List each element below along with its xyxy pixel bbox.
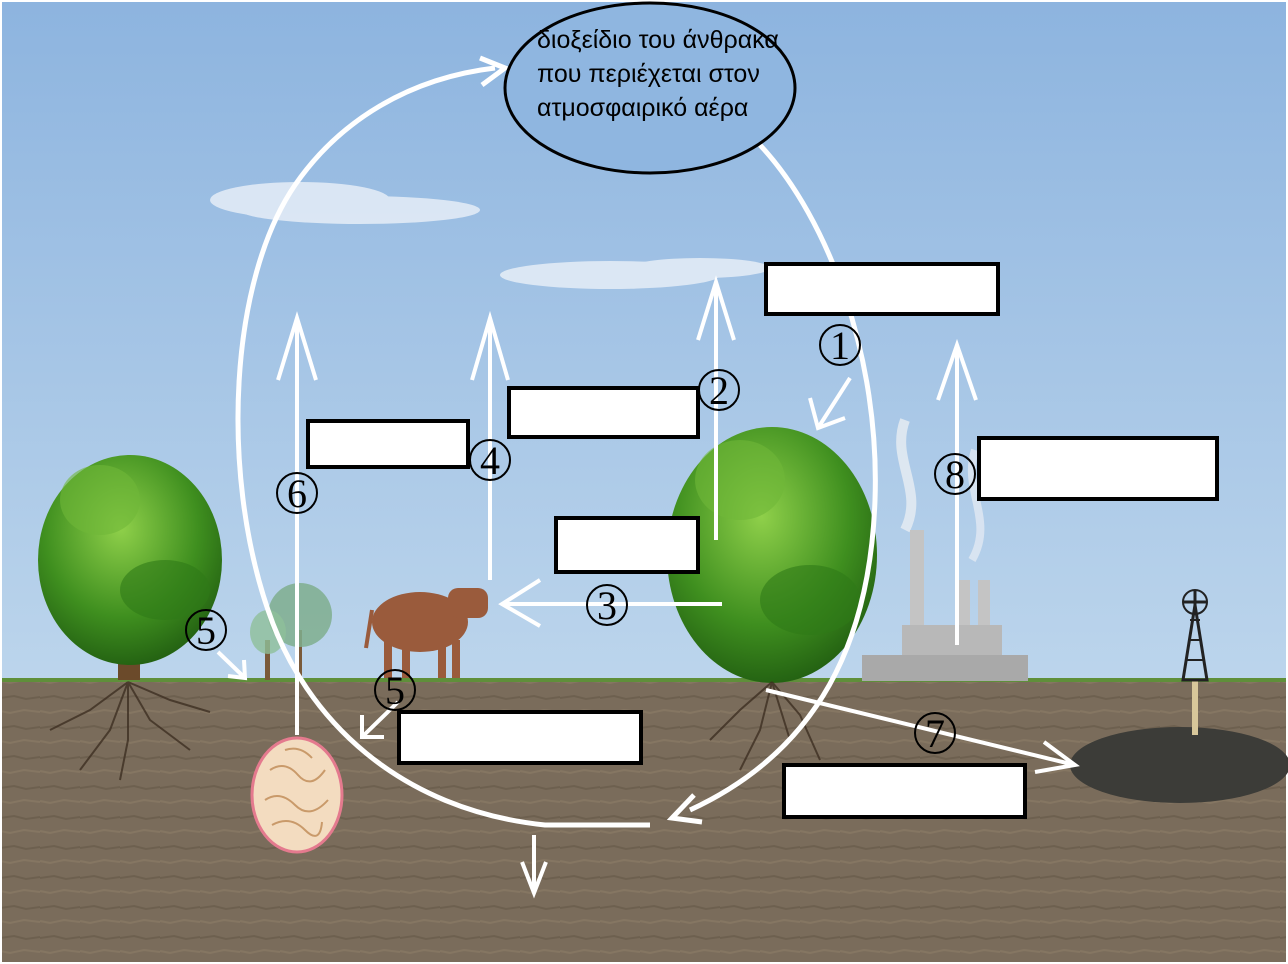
- cycle-ellipse-right: [688, 143, 878, 813]
- arrow-7-right: [765, 688, 1080, 774]
- marker-1: 1: [819, 323, 861, 368]
- arrow-down-ground: [520, 835, 548, 899]
- marker-6: 6: [276, 471, 318, 516]
- arrow-5-mid-down: [360, 700, 400, 739]
- svg-text:6: 6: [287, 471, 307, 516]
- cycle-arrow-bottom: [666, 793, 703, 825]
- arrow-8-up: [936, 338, 978, 645]
- arrow-3-left: [498, 578, 722, 628]
- svg-text:5: 5: [385, 668, 405, 713]
- oil-rig-icon: [1070, 589, 1288, 803]
- answer-box-5[interactable]: [397, 710, 643, 765]
- tree-icon: [38, 455, 222, 781]
- marker-5-mid: 5: [374, 668, 416, 713]
- answer-box-8[interactable]: [977, 436, 1219, 501]
- arrow-6-up: [276, 311, 318, 735]
- arrow-5-left-down: [216, 650, 248, 681]
- atmosphere-line-1: διοξείδιο του άνθρακα: [537, 26, 779, 54]
- marker-3: 3: [586, 583, 628, 628]
- cycle-ellipse: [235, 65, 650, 828]
- cycle-arrow-top: [479, 55, 511, 88]
- answer-box-4[interactable]: [306, 419, 470, 469]
- svg-text:8: 8: [945, 452, 965, 497]
- svg-text:3: 3: [597, 583, 617, 628]
- marker-7: 7: [914, 711, 956, 756]
- answer-box-1[interactable]: [764, 262, 1000, 316]
- arrow-1-down: [808, 376, 852, 431]
- answer-box-7[interactable]: [782, 763, 1027, 819]
- cow-icon: [364, 588, 488, 678]
- svg-text:4: 4: [480, 438, 500, 483]
- decomposer-icon: [250, 736, 344, 854]
- atmosphere-bubble: [503, 1, 797, 175]
- svg-text:1: 1: [830, 323, 850, 368]
- small-tree-icon: [250, 610, 286, 680]
- marker-5-left: 5: [185, 608, 227, 653]
- svg-text:7: 7: [925, 711, 945, 756]
- soil: [2, 680, 1286, 962]
- arrow-2-up: [696, 275, 736, 540]
- marker-8: 8: [934, 452, 976, 497]
- atmosphere-line-3: ατμοσφαιρικό αέρα: [537, 94, 748, 122]
- answer-box-2[interactable]: [507, 386, 700, 439]
- answer-box-3[interactable]: [554, 516, 700, 574]
- atmosphere-line-2: που περιέχεται στον: [537, 60, 760, 88]
- arrow-4-up: [470, 310, 510, 580]
- svg-text:5: 5: [196, 608, 216, 653]
- clouds: [210, 182, 770, 289]
- svg-text:2: 2: [709, 368, 729, 413]
- factory-icon: [862, 418, 1028, 681]
